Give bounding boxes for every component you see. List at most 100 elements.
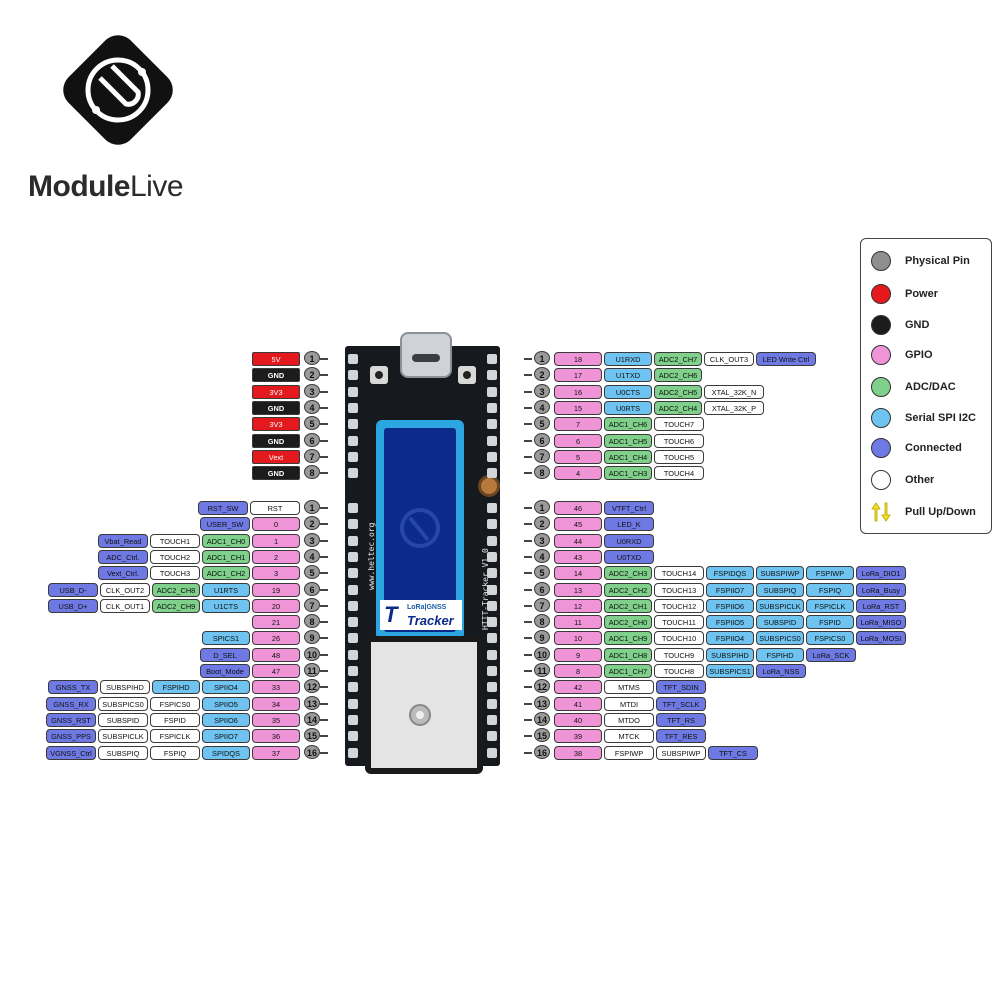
pin-function-tag: GNSS_TX	[48, 680, 98, 695]
physical-pin: 12	[534, 679, 550, 694]
header-pad	[487, 451, 497, 462]
header-pad	[348, 551, 358, 562]
pin-connector-line	[320, 604, 328, 607]
pin-function-tag: 40	[554, 712, 602, 727]
pin-function-tag: SPICS1	[202, 631, 250, 646]
pin-function-tag: 33	[252, 680, 300, 695]
header-pad	[348, 682, 358, 693]
pin-connector-line	[524, 507, 532, 509]
pin-function-tag: LoRa_NSS	[756, 664, 806, 678]
legend-swatch	[871, 408, 891, 428]
pin-function-tag: 21	[252, 615, 300, 630]
pin-connector-line	[524, 588, 532, 591]
pin-function-tag: 1	[252, 533, 300, 548]
pin-function-tag: TOUCH2	[150, 549, 200, 564]
header-pad	[487, 698, 497, 709]
pin-function-tag: SPIIO4	[202, 680, 250, 695]
physical-pin: 3	[304, 383, 320, 398]
antenna-connector	[478, 475, 500, 497]
pin-function-tag: TOUCH4	[654, 466, 704, 481]
pin-function-tag: ADC1_CH5	[604, 433, 652, 448]
pin-function-tag: SUBSPID	[98, 712, 148, 727]
pin-function-tag: LED_K	[604, 517, 654, 532]
physical-pin: 13	[534, 695, 550, 710]
physical-pin: 8	[534, 465, 550, 480]
pin-function-tag: SUBSPICLK	[98, 729, 148, 744]
physical-pin: 6	[304, 432, 320, 447]
physical-pin: 8	[304, 465, 320, 480]
pin-function-tag: 5	[554, 449, 602, 464]
pin-connector-line	[524, 751, 532, 754]
header-pad	[348, 419, 358, 430]
pin-function-tag: GNSS_RX	[46, 696, 96, 711]
rst-button	[370, 366, 388, 384]
legend-swatch	[871, 251, 891, 271]
physical-pin: 3	[304, 532, 320, 547]
pin-function-tag: CLK_OUT2	[100, 582, 150, 597]
header-pad	[348, 649, 358, 660]
pin-connector-line	[524, 670, 532, 672]
physical-pin: 2	[534, 367, 550, 382]
pin-function-tag: USB_D-	[48, 582, 98, 597]
physical-pin: 2	[534, 516, 550, 531]
pin-connector-line	[524, 523, 532, 526]
legend-swatch	[871, 377, 891, 397]
physical-pin: 7	[534, 597, 550, 612]
header-pad	[348, 633, 358, 644]
legend-swatch	[871, 284, 891, 304]
pin-function-tag: SPIDQS	[202, 745, 250, 760]
pin-function-tag: 11	[554, 615, 602, 630]
pin-function-tag: ADC1_CH6	[604, 417, 652, 432]
pin-function-tag: GND	[252, 466, 300, 481]
header-pad	[348, 714, 358, 725]
brand-logo: ModuleLive	[28, 28, 208, 208]
physical-pin: 1	[304, 500, 320, 514]
pin-function-tag: 3V3	[252, 384, 300, 399]
legend-label: GPIO	[905, 349, 933, 361]
physical-pin: 10	[534, 646, 550, 661]
physical-pin: 3	[534, 532, 550, 547]
pin-function-tag: SUBSPID	[756, 615, 804, 630]
legend-label: Physical Pin	[905, 255, 970, 267]
header-pad	[348, 503, 358, 513]
pin-function-tag: 38	[554, 745, 602, 760]
pin-connector-line	[524, 637, 532, 640]
pin-function-tag: SPIIO6	[202, 712, 250, 727]
header-pad	[487, 386, 497, 397]
legend-label: Connected	[905, 442, 962, 454]
physical-pin: 7	[534, 448, 550, 463]
pin-function-tag: USER_SW	[200, 517, 250, 532]
pin-function-tag: ADC2_CH3	[604, 566, 652, 581]
pin-connector-line	[320, 637, 328, 640]
header-pad	[348, 568, 358, 579]
pin-connector-line	[320, 523, 328, 526]
legend-label: Serial SPI I2C	[905, 412, 976, 424]
physical-pin: 9	[534, 630, 550, 645]
pin-function-tag: SUBSPICS1	[706, 664, 754, 678]
pin-function-tag: 19	[252, 582, 300, 597]
header-pad	[487, 633, 497, 644]
pin-function-tag: 17	[554, 368, 602, 383]
pin-function-tag: MTDO	[604, 712, 654, 727]
pin-function-tag: FSPIWP	[604, 745, 654, 760]
header-pad	[487, 519, 497, 530]
header-pad	[348, 435, 358, 446]
header-pad	[487, 402, 497, 413]
physical-pin: 5	[534, 565, 550, 580]
pin-function-tag: 8	[554, 664, 602, 678]
pin-function-tag: 20	[252, 598, 300, 613]
pin-connector-line	[524, 604, 532, 607]
pin-function-tag: D_SEL	[200, 647, 250, 662]
pin-function-tag: 0	[252, 517, 300, 532]
pin-function-tag: SPIIO5	[202, 696, 250, 711]
physical-pin: 5	[304, 416, 320, 431]
pin-function-tag: LED Write Ctrl	[756, 352, 816, 366]
physical-pin: 2	[304, 367, 320, 382]
pin-function-tag: SPIIO7	[202, 729, 250, 744]
header-pad	[348, 386, 358, 397]
physical-pin: 14	[304, 711, 320, 726]
pin-function-tag: CLK_OUT3	[704, 352, 754, 366]
brand-name: ModuleLive	[28, 170, 184, 203]
pin-connector-line	[320, 718, 328, 721]
header-pad	[487, 468, 497, 479]
